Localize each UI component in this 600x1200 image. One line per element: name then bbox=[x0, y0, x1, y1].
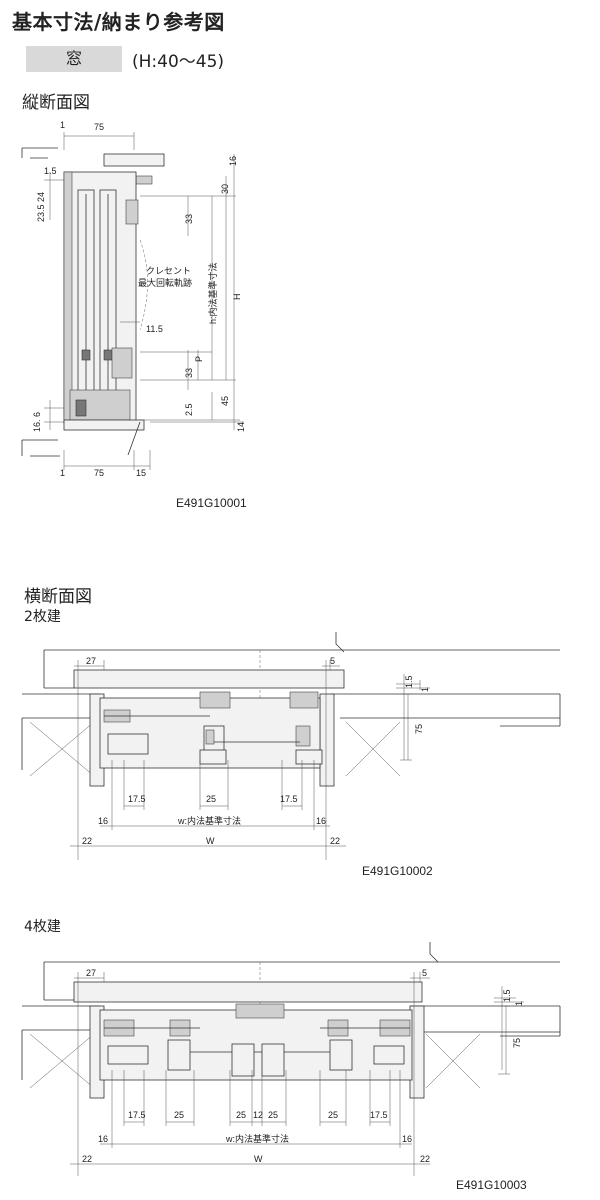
dim-16-6: 16. 6 bbox=[32, 412, 42, 432]
dim-16b: 16 bbox=[316, 816, 326, 826]
dim-top-75: 75 bbox=[94, 122, 104, 132]
dim-17-5a: 17.5 bbox=[128, 1110, 146, 1120]
dim-1: 1 bbox=[420, 687, 430, 692]
two-pane-drawing: 27 5 1.5 1 75 17.5 25 17.5 16 w:内法基準寸法 1… bbox=[21, 632, 561, 860]
crescent-label-2: 最大回転軌跡 bbox=[138, 277, 192, 288]
dim-75: 75 bbox=[512, 1038, 522, 1048]
dim-75: 75 bbox=[414, 724, 424, 734]
dim-25c: 25 bbox=[268, 1110, 278, 1120]
dim-25b: 25 bbox=[236, 1110, 246, 1120]
dim-top-1: 1 bbox=[60, 120, 65, 130]
two-pane-drawing-code: E491G10002 bbox=[362, 864, 433, 878]
dim-1-5: 1.5 bbox=[502, 989, 512, 1002]
height-range-note: (H:40〜45) bbox=[132, 52, 225, 72]
dim-14: 14 bbox=[236, 422, 246, 432]
two-pane-label: 2枚建 bbox=[24, 609, 61, 625]
dim-17-5b: 17.5 bbox=[280, 794, 298, 804]
dim-bot-15: 15 bbox=[136, 468, 146, 478]
dim-17-5b: 17.5 bbox=[370, 1110, 388, 1120]
page-title: 基本寸法/納まり参考図 bbox=[12, 10, 225, 34]
vertical-drawing-code: E491G10001 bbox=[176, 496, 247, 510]
vertical-section-heading: 縦断面図 bbox=[22, 93, 90, 113]
dim-P: P bbox=[194, 356, 204, 362]
horizontal-section-heading: 横断面図 bbox=[24, 587, 92, 607]
dim-12: 12 bbox=[253, 1110, 263, 1120]
dim-11-5: 11.5 bbox=[146, 324, 163, 334]
dim-1-5: 1.5 bbox=[44, 166, 57, 176]
dim-16a: 16 bbox=[98, 1134, 108, 1144]
dim-33b: 33 bbox=[184, 368, 194, 378]
dim-w-inner: w:内法基準寸法 bbox=[177, 815, 241, 826]
dim-5: 5 bbox=[330, 656, 335, 666]
dim-h-inner: h:内法基準寸法 bbox=[207, 262, 218, 324]
dim-bot-1: 1 bbox=[60, 468, 65, 478]
dim-W: W bbox=[206, 836, 215, 846]
vertical-section-drawing: 1 75 16 1.5 23.5 24 30 33 クレセント 最大回転軌跡 h… bbox=[21, 120, 246, 478]
dim-27: 27 bbox=[86, 968, 96, 978]
dim-16a: 16 bbox=[98, 816, 108, 826]
dim-23-5-24: 23.5 24 bbox=[36, 192, 46, 222]
four-pane-label: 4枚建 bbox=[24, 919, 61, 935]
dim-bot-75: 75 bbox=[94, 468, 104, 478]
dim-1-5: 1.5 bbox=[404, 675, 414, 688]
dim-17-5a: 17.5 bbox=[128, 794, 146, 804]
dim-25a: 25 bbox=[174, 1110, 184, 1120]
dim-2-5: 2.5 bbox=[184, 403, 194, 416]
dim-1: 1 bbox=[514, 1001, 524, 1006]
four-pane-drawing-code: E491G10003 bbox=[456, 1178, 527, 1192]
dim-27: 27 bbox=[86, 656, 96, 666]
dim-22b: 22 bbox=[420, 1154, 430, 1164]
dim-W: W bbox=[254, 1154, 263, 1164]
four-pane-drawing: 27 5 1.5 1 75 17.5 25 25 12 25 25 17.5 1… bbox=[21, 942, 561, 1176]
dim-30: 30 bbox=[220, 184, 230, 194]
dim-25d: 25 bbox=[328, 1110, 338, 1120]
window-type-badge: 窓 bbox=[26, 46, 122, 72]
dim-H: H bbox=[232, 294, 242, 301]
dim-33a: 33 bbox=[184, 214, 194, 224]
dim-22a: 22 bbox=[82, 836, 92, 846]
dim-22b: 22 bbox=[330, 836, 340, 846]
dim-45: 45 bbox=[220, 396, 230, 406]
crescent-label: クレセント bbox=[146, 266, 191, 276]
dim-22a: 22 bbox=[82, 1154, 92, 1164]
dim-16: 16 bbox=[228, 156, 238, 166]
dim-w-inner: w:内法基準寸法 bbox=[225, 1133, 289, 1144]
dim-25: 25 bbox=[206, 794, 216, 804]
dim-16b: 16 bbox=[402, 1134, 412, 1144]
dim-5: 5 bbox=[422, 968, 427, 978]
